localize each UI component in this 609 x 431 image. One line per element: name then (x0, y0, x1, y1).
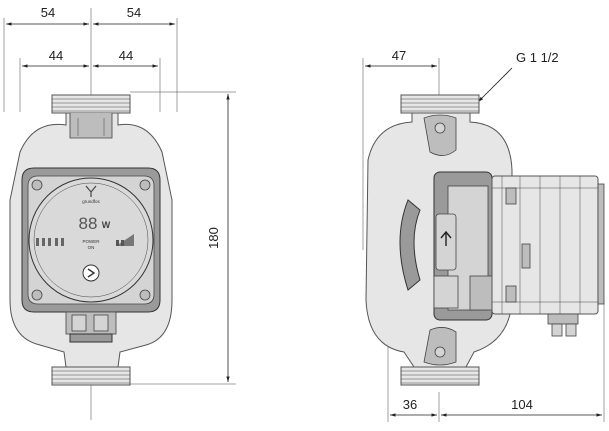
control-face (28, 177, 154, 303)
front-neck-top (69, 113, 113, 139)
dim-right-outer: 54 (127, 5, 141, 20)
side-volute-top (423, 114, 457, 156)
screw-icon (139, 179, 151, 191)
select-button[interactable] (82, 264, 100, 282)
front-bottom-port (51, 366, 131, 386)
front-top-port (51, 94, 131, 114)
side-volute-bottom (423, 327, 457, 366)
screw-icon (31, 289, 43, 301)
dim-right-inner: 44 (119, 48, 133, 63)
side-top-port (400, 94, 480, 114)
dim-left-inner: 44 (49, 48, 63, 63)
front-view: 54 54 44 44 180 (3, 5, 236, 420)
pressure-curve-icon (116, 234, 134, 246)
dim-bottom-right: 104 (511, 397, 533, 412)
dim-bottom-left: 36 (403, 397, 417, 412)
setting-leds (36, 238, 64, 246)
dim-top: 47 (392, 48, 406, 63)
dim-height: 180 (206, 227, 221, 249)
flow-arrow-icon (440, 230, 452, 246)
display-unit: W (102, 220, 111, 230)
side-motor (433, 171, 605, 337)
screw-icon (139, 289, 151, 301)
control-box: grundfos 88 W POWER ON (21, 167, 161, 313)
side-inlet (399, 199, 421, 291)
power-sub-label: ON (88, 245, 95, 250)
grundfos-logo-icon: grundfos (82, 185, 101, 204)
side-view: 47 G 1 1/2 36 104 (362, 48, 605, 422)
thread-label: G 1 1/2 (516, 50, 559, 65)
screw-icon (31, 179, 43, 191)
arrow-icon (87, 268, 96, 278)
front-cable-connector (65, 311, 117, 343)
side-dimensions: 47 G 1 1/2 36 104 (362, 48, 605, 422)
side-bottom-port (400, 366, 480, 386)
dim-left-outer: 54 (41, 5, 55, 20)
brand-label: grundfos (82, 199, 100, 204)
power-label: POWER (82, 239, 100, 244)
display-digits: 88 (79, 214, 98, 233)
